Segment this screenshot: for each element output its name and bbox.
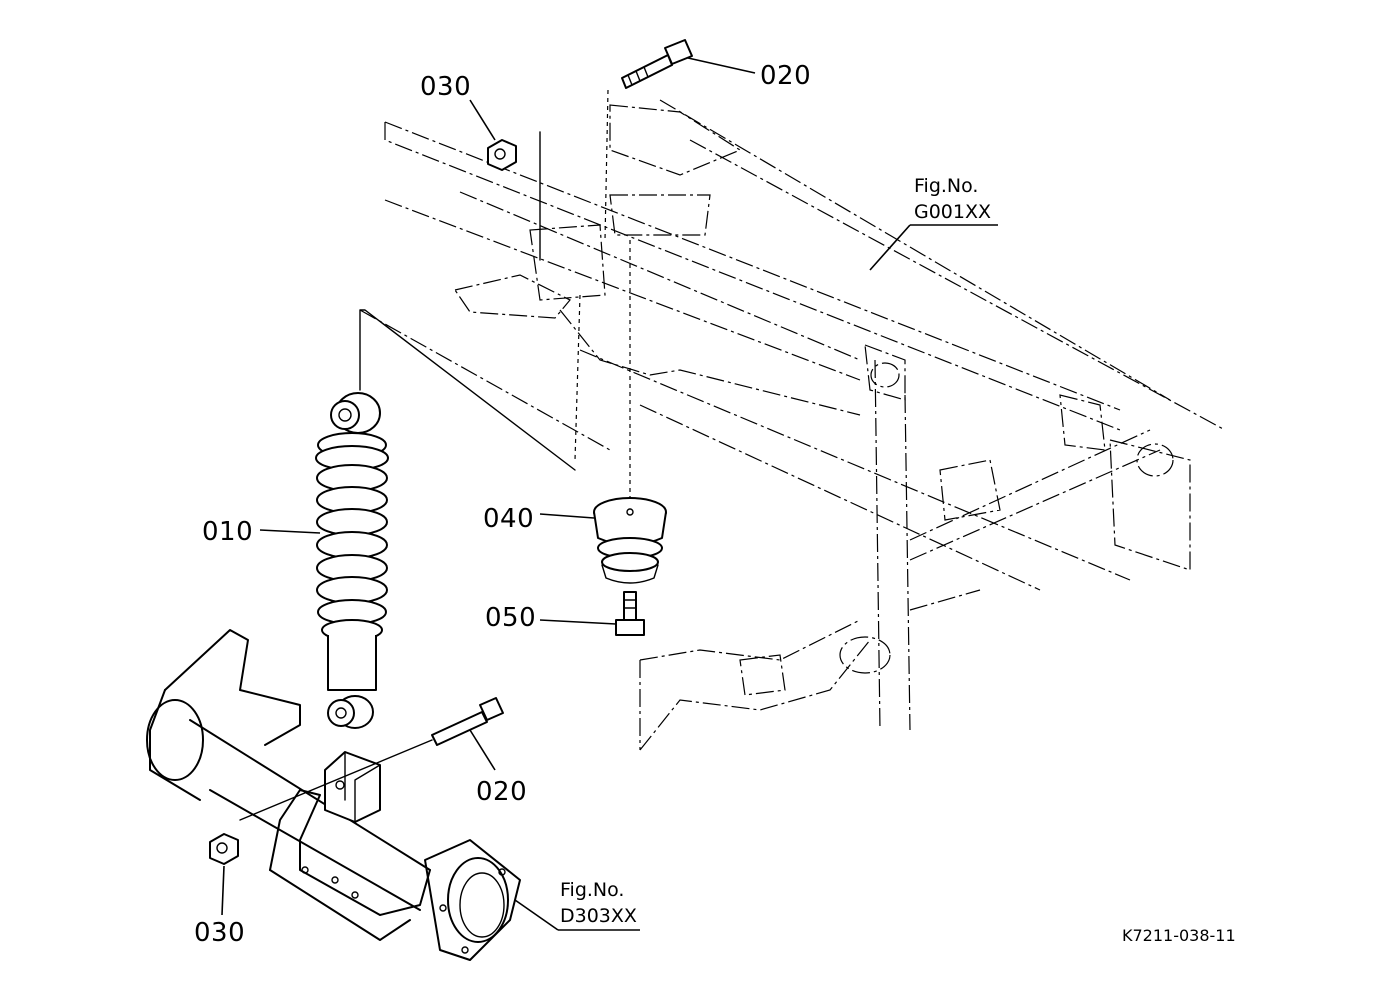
leader-lines [221,57,998,931]
assembly-axis-lines [574,89,631,510]
callout-050: 050 [485,603,536,633]
rubber-stopper-040 [593,497,667,584]
callout-030-bottom: 030 [194,918,245,948]
callout-020-bottom: 020 [476,777,527,807]
axle-ref-title: Fig.No. [560,879,624,901]
frame-ref-title: Fig.No. [914,175,978,197]
callout-040: 040 [483,504,534,534]
callout-030-top: 030 [420,72,471,102]
axle-ref-code: D303XX [560,905,637,927]
lower-nut-030 [209,833,239,865]
frame-phantom [359,99,1226,751]
callout-020-top: 020 [760,61,811,91]
drawing-code: K7211-038-11 [1122,926,1236,945]
frame-ref-code: G001XX [914,201,991,223]
top-bolt-020 [621,39,693,89]
rear-axle-housing [146,629,521,961]
top-nut-030 [487,139,517,171]
callout-010: 010 [202,517,253,547]
flange-bolt-050 [615,591,645,636]
shock-absorber-010 [315,309,576,729]
lower-bolt-020 [239,697,504,821]
